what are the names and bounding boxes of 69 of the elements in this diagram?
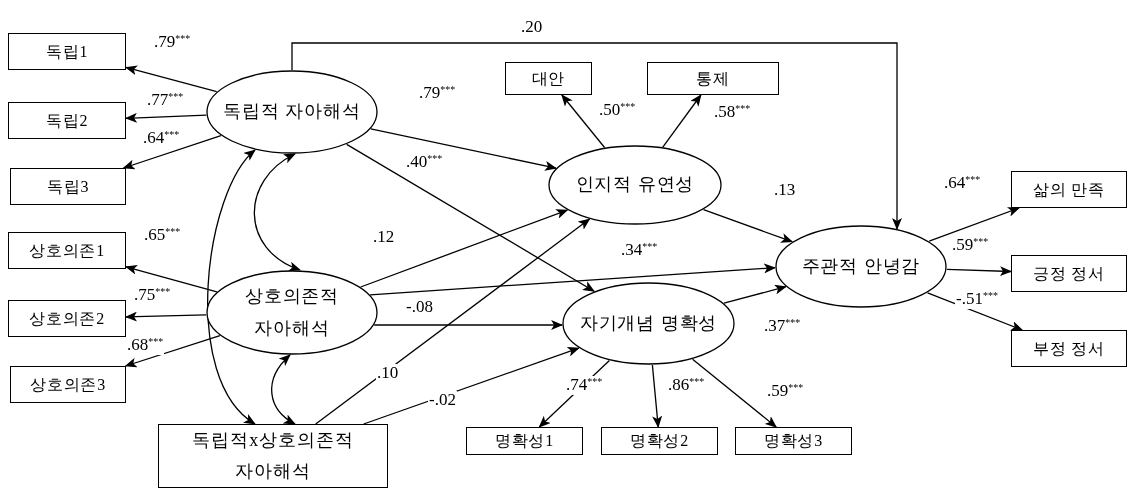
- variable-label: 명확성1: [494, 431, 555, 451]
- variable-label: 자기개념 명확성: [578, 311, 719, 335]
- variable-label: 상호의존3: [30, 374, 106, 395]
- variable-label: 독립1: [45, 41, 89, 62]
- latent-variable-ellipse: [206, 70, 378, 154]
- path-arrow: [125, 264, 218, 293]
- observed-variable-box: [466, 427, 583, 455]
- covariance-arrow: [271, 354, 296, 425]
- path-arrow: [373, 320, 564, 330]
- observed-variable-box: [601, 427, 718, 455]
- variable-label: 독립적 자아해석: [222, 100, 362, 124]
- path-arrow: [926, 292, 1024, 331]
- path-arrow: [125, 65, 218, 93]
- path-arrow: [723, 284, 787, 304]
- path-arrow: [651, 364, 663, 428]
- variable-label: 인지적 유연성: [574, 173, 696, 197]
- covariance-arrow: [207, 149, 256, 425]
- variable-label: 명확성3: [763, 431, 824, 451]
- observed-variable-box: [647, 62, 779, 95]
- path-arrow: [561, 94, 606, 149]
- variable-label: 상호의존1: [29, 240, 105, 261]
- path-arrow: [125, 112, 207, 123]
- variable-label: 명확성2: [629, 431, 690, 451]
- path-arrow: [662, 94, 702, 148]
- observed-variable-box: [8, 300, 126, 337]
- path-arrow: [124, 335, 221, 368]
- observed-variable-box: [1011, 255, 1127, 292]
- path-arrow: [946, 266, 1012, 277]
- observed-variable-box: [10, 366, 126, 403]
- path-arrow: [369, 263, 776, 296]
- latent-variable-ellipse: [548, 145, 722, 225]
- variable-label: 상호의존적 자아해석: [243, 285, 341, 340]
- variable-label: 긍정 정서: [1033, 263, 1105, 284]
- observed-variable-box: [8, 102, 126, 139]
- path-arrow: [315, 218, 591, 425]
- variable-label: 부정 정서: [1033, 338, 1105, 359]
- path-arrow: [291, 42, 902, 230]
- path-arrow: [346, 143, 595, 292]
- variable-label: 대안: [531, 68, 566, 89]
- observed-variable-box: [505, 62, 592, 95]
- path-arrow: [360, 209, 569, 288]
- path-arrow: [928, 207, 1020, 242]
- variable-label: 독립3: [46, 176, 90, 197]
- path-arrow: [125, 311, 207, 322]
- observed-variable-box: [735, 427, 852, 455]
- path-coefficient: .10: [376, 364, 400, 383]
- observed-variable-box: [1011, 171, 1127, 208]
- path-arrow: [702, 209, 794, 243]
- path-arrow: [691, 358, 777, 428]
- path-arrow: [370, 128, 557, 171]
- observed-variable-box: [8, 232, 126, 269]
- latent-variable-ellipse: [562, 282, 735, 365]
- variable-label: 독립2: [45, 110, 89, 131]
- variable-label: 상호의존2: [29, 308, 105, 329]
- path-arrow: [122, 134, 222, 170]
- observed-variable-box: [158, 424, 388, 488]
- variable-label: 통제: [696, 68, 730, 89]
- variable-label: 주관적 안녕감: [800, 254, 922, 278]
- latent-variable-ellipse: [775, 225, 947, 308]
- covariance-arrow: [253, 153, 301, 271]
- path-coefficient: .68$^{***}$: [126, 336, 165, 355]
- observed-variable-box: [10, 168, 126, 205]
- path-coefficient: .74$^{***}$: [565, 376, 604, 395]
- latent-variable-ellipse: [206, 270, 378, 355]
- path-coefficient: -.51$^{***}$: [955, 290, 999, 309]
- observed-variable-box: [1011, 330, 1127, 367]
- variable-label: 삶의 만족: [1033, 179, 1105, 200]
- observed-variable-box: [8, 33, 126, 70]
- variable-label: 독립적x상호의존적 자아해석: [191, 428, 355, 483]
